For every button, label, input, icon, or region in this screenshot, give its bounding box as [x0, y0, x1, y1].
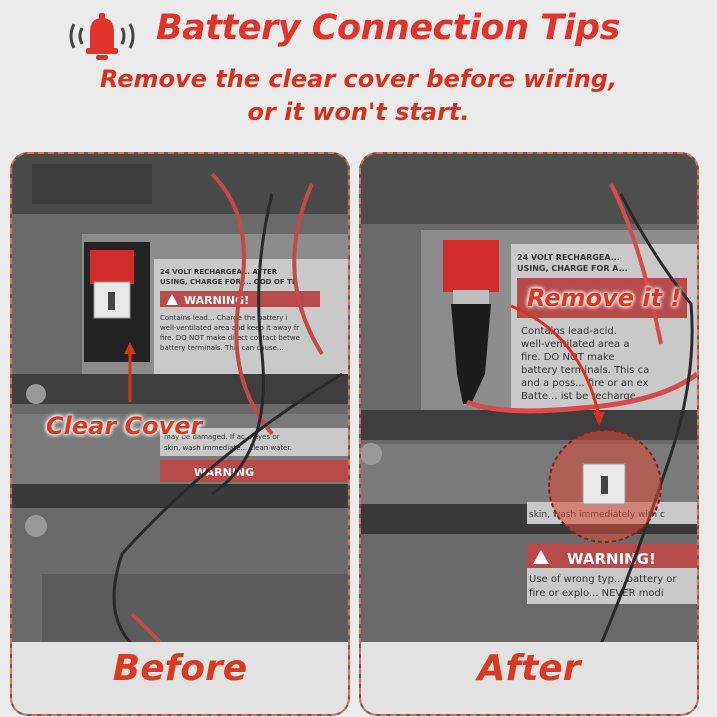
before-label-body4: battery terminals. This can cause... — [160, 344, 284, 352]
after-label-line1: 24 VOLT RECHARGEA... — [517, 253, 620, 262]
after-label-body2: well-ventilated area a — [521, 339, 629, 350]
remove-it-callout: Remove it ! — [527, 284, 682, 312]
before-label-body3: fire. DO NOT make direct contact betwe — [160, 334, 300, 342]
after-caption: After — [477, 648, 581, 689]
before-label-warning: WARNING! — [184, 294, 249, 307]
before-label-body1: Contains lead... Charge the battery i — [160, 314, 288, 322]
alarm-bell-icon — [69, 13, 135, 60]
before-label-warning2: WARNING — [194, 466, 254, 479]
after-label-body5: and a poss... fire or an ex — [521, 378, 648, 389]
page-subtitle: Remove the clear cover before wiring, or… — [0, 63, 717, 129]
before-panel: 24 VOLT RECHARGEA... ATTER USING, CHARGE… — [10, 152, 350, 716]
before-caption-bar: Before — [12, 642, 348, 714]
before-label-lower1: may be damaged. If ac... eyes or — [164, 433, 280, 441]
after-photo: 24 VOLT RECHARGEA... USING, CHARGE FOR A… — [361, 154, 697, 644]
subtitle-line-2: or it won't start. — [247, 98, 470, 126]
subtitle-line-1: Remove the clear cover before wiring, — [99, 65, 618, 93]
after-label-body4: battery terminals. This ca — [521, 365, 649, 376]
after-label-lower2: Use of wrong typ... battery or — [529, 574, 677, 585]
after-label-body6: Batte... ist be recharge — [521, 391, 636, 402]
before-photo: 24 VOLT RECHARGEA... ATTER USING, CHARGE… — [12, 154, 348, 644]
header: Battery Connection Tips Remove the clear… — [0, 0, 717, 150]
before-label-lower2: skin, wash immediate... clean water. — [164, 444, 292, 452]
after-panel: 24 VOLT RECHARGEA... USING, CHARGE FOR A… — [359, 152, 699, 716]
after-label-warning2: WARNING! — [567, 550, 656, 568]
after-label-body1: Contains lead-acid. — [521, 326, 617, 337]
clear-cover-callout: Clear Cover — [46, 412, 203, 440]
before-label-line1: 24 VOLT RECHARGEA... ATTER — [160, 268, 278, 276]
after-label-lower3: fire or explo... NEVER modi — [529, 588, 664, 599]
before-caption: Before — [112, 648, 248, 689]
before-label-line2: USING, CHARGE FOR ... OOD OF TI — [160, 278, 294, 286]
before-label-body2: well-ventilated area and keep it away fr — [160, 324, 299, 332]
after-label-line2: USING, CHARGE FOR A... — [517, 264, 628, 273]
page-title: Battery Connection Tips — [156, 8, 620, 48]
after-caption-bar: After — [361, 642, 697, 714]
after-label-body3: fire. DO NOT make — [521, 352, 615, 363]
